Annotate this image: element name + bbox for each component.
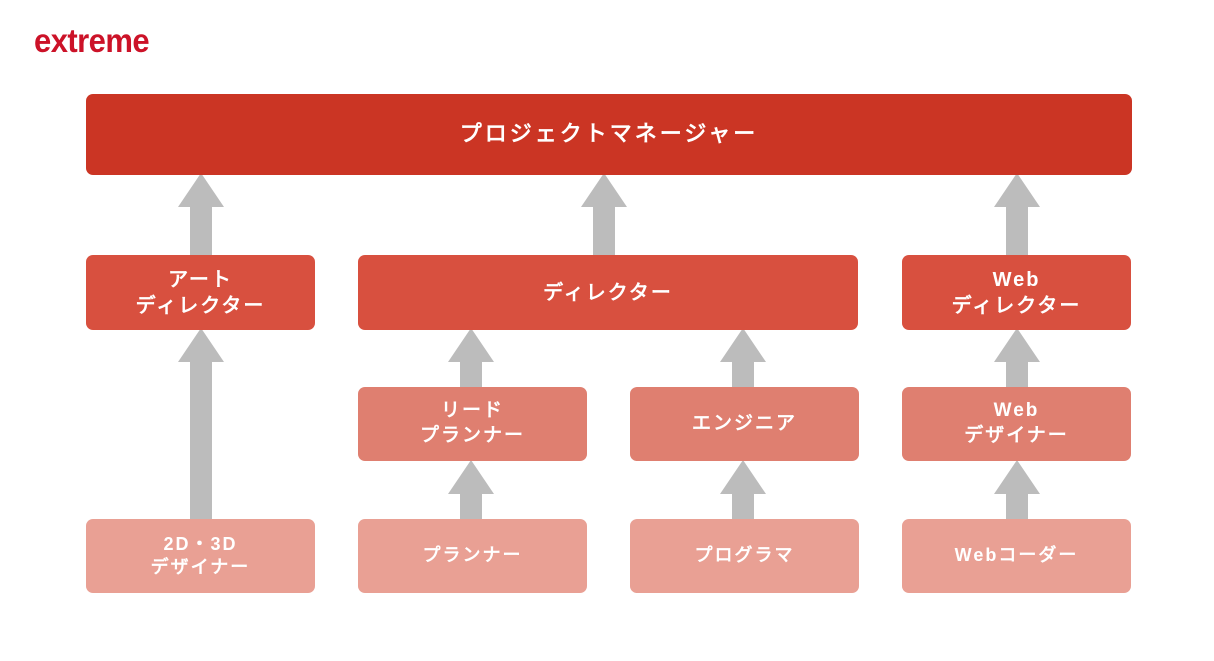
arrow-head-icon <box>448 328 494 362</box>
arrow-head-icon <box>448 460 494 494</box>
arrow-engineer-to-director <box>720 328 766 392</box>
node-label: エンジニア <box>691 412 797 434</box>
arrow-head-icon <box>178 328 224 362</box>
node-web-director[interactable]: Web ディレクター <box>902 255 1131 330</box>
arrow-shaft <box>460 360 482 392</box>
arrow-head-icon <box>994 460 1040 494</box>
arrow-shaft <box>732 360 754 392</box>
node-label: リード プランナー <box>419 400 525 446</box>
node-programmer[interactable]: プログラマ <box>630 519 859 593</box>
arrow-head-icon <box>994 173 1040 207</box>
arrow-shaft <box>1006 205 1028 259</box>
node-art-director[interactable]: アート ディレクター <box>86 255 315 330</box>
arrow-web-coder-to-web-designer <box>994 460 1040 524</box>
arrow-shaft <box>1006 492 1028 524</box>
node-label: プロジェクトマネージャー <box>459 121 759 147</box>
arrow-programmer-to-engineer <box>720 460 766 524</box>
node-web-designer[interactable]: Web デザイナー <box>902 387 1131 461</box>
node-label: プログラマ <box>694 545 795 566</box>
node-director[interactable]: ディレクター <box>358 255 858 330</box>
arrow-head-icon <box>178 173 224 207</box>
arrow-lead-planner-to-director <box>448 328 494 392</box>
arrow-shaft <box>460 492 482 524</box>
node-label: Web ディレクター <box>951 268 1082 317</box>
node-label: Web デザイナー <box>964 400 1069 446</box>
arrow-shaft <box>593 205 615 259</box>
arrow-shaft <box>190 205 212 259</box>
node-lead-planner[interactable]: リード プランナー <box>358 387 587 461</box>
node-engineer[interactable]: エンジニア <box>630 387 859 461</box>
arrow-head-icon <box>994 328 1040 362</box>
arrow-web-director-to-pm <box>994 173 1040 259</box>
arrow-web-designer-to-web-director <box>994 328 1040 392</box>
node-label: アート ディレクター <box>135 268 266 317</box>
arrow-designer-2d3d-to-art-director <box>178 328 224 524</box>
arrow-head-icon <box>581 173 627 207</box>
extreme-logo: extreme <box>34 22 150 59</box>
arrow-director-to-pm <box>581 173 627 259</box>
node-label: 2D・3D デザイナー <box>150 533 251 577</box>
arrow-shaft <box>732 492 754 524</box>
node-designer-2d3d[interactable]: 2D・3D デザイナー <box>86 519 315 593</box>
node-planner[interactable]: プランナー <box>358 519 587 593</box>
node-label: ディレクター <box>543 281 673 304</box>
arrow-shaft <box>190 360 212 524</box>
arrow-shaft <box>1006 360 1028 392</box>
node-web-coder[interactable]: Webコーダー <box>902 519 1131 593</box>
arrow-head-icon <box>720 460 766 494</box>
arrow-art-director-to-pm <box>178 173 224 259</box>
node-label: プランナー <box>422 545 523 566</box>
node-project-manager[interactable]: プロジェクトマネージャー <box>86 94 1132 175</box>
arrow-head-icon <box>720 328 766 362</box>
arrow-planner-to-lead-planner <box>448 460 494 524</box>
node-label: Webコーダー <box>954 545 1079 566</box>
